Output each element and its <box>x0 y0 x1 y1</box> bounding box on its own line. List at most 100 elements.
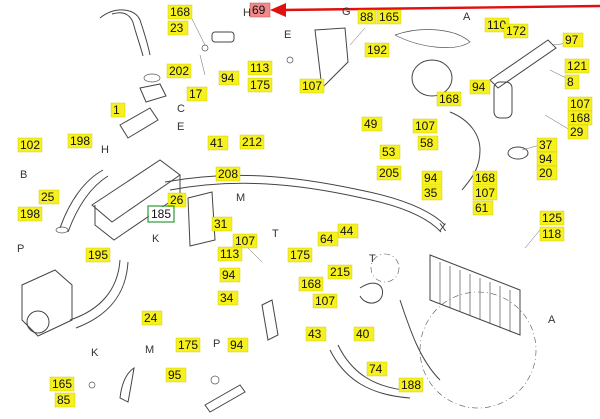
part-callout-23: 23 <box>167 20 189 36</box>
callout-number: 168 <box>170 5 190 19</box>
callout-background <box>54 392 76 408</box>
pipe-set-2 <box>169 182 442 233</box>
callout-background <box>227 337 249 353</box>
callout-background <box>217 246 243 262</box>
part-callout-113: 113 <box>247 60 273 76</box>
detail-letter-a: A <box>463 11 471 23</box>
heater-body <box>94 175 181 241</box>
callout-background <box>167 192 187 208</box>
detail-letter-h: H <box>101 144 109 156</box>
callout-number: 175 <box>250 78 270 92</box>
callout-background <box>472 170 498 186</box>
clamp-202 <box>143 73 161 83</box>
callout-number: 69 <box>252 3 266 17</box>
condenser-bottom <box>429 254 521 336</box>
callout-number: 107 <box>302 79 322 93</box>
callout-background <box>299 78 325 94</box>
callout-number: 8 <box>567 75 574 89</box>
callout-number: 37 <box>539 138 553 152</box>
callout-number: 121 <box>567 59 587 73</box>
callout-number: 165 <box>52 377 72 391</box>
callout-number: 44 <box>340 224 354 238</box>
callout-number: 202 <box>169 64 189 78</box>
part-callout-198: 198 <box>67 133 93 149</box>
callout-background <box>312 293 338 309</box>
callout-background <box>472 185 498 201</box>
part-callout-168: 168 <box>472 170 498 186</box>
callout-background <box>67 133 93 149</box>
callout-number: 49 <box>364 117 378 131</box>
callout-background <box>398 377 424 393</box>
hose-25 <box>59 169 109 233</box>
detail-letter-c: C <box>177 103 185 115</box>
part-drawings <box>21 9 557 413</box>
callout-number: 24 <box>144 311 158 325</box>
callout-number: 25 <box>41 190 55 204</box>
callout-background <box>379 144 401 160</box>
callout-number: 168 <box>301 277 321 291</box>
part-callout-175: 175 <box>247 77 273 93</box>
part-callout-107: 107 <box>472 185 498 201</box>
callout-number: 168 <box>475 171 495 185</box>
pipe-set-1 <box>164 174 446 226</box>
bracket-1 <box>119 107 159 139</box>
red-arrow-shaft <box>281 4 600 12</box>
washer-p <box>210 375 220 385</box>
part-callout-53: 53 <box>379 144 401 160</box>
callout-background <box>249 2 271 18</box>
callout-number: 205 <box>379 166 399 180</box>
highlight-box <box>147 205 175 223</box>
callout-background <box>412 118 438 134</box>
pipe-set-3 <box>449 111 481 191</box>
callout-background <box>166 63 192 79</box>
part-callout-175: 175 <box>287 247 313 263</box>
callout-background <box>564 74 580 90</box>
callout-number: 97 <box>565 33 579 47</box>
part-callout-26: 26 <box>167 192 187 208</box>
part-callout-168: 168 <box>298 276 324 292</box>
callout-number: 107 <box>235 234 255 248</box>
part-callout-49: 49 <box>361 116 383 132</box>
callout-background <box>327 264 353 280</box>
part-callout-168: 168 <box>167 4 193 20</box>
part-callout-35: 35 <box>421 185 443 201</box>
callout-background <box>366 361 388 377</box>
callout-number: 195 <box>88 248 108 262</box>
part-callout-185: 185 <box>147 205 175 223</box>
callout-background <box>564 58 590 74</box>
part-callout-195: 195 <box>85 247 111 263</box>
part-callout-88: 88 <box>357 9 377 25</box>
detail-letter-b: B <box>20 169 27 181</box>
drier-bottle <box>493 81 513 119</box>
callout-number: 168 <box>439 92 459 106</box>
callout-number: 188 <box>401 378 421 392</box>
part-callout-107: 107 <box>299 78 325 94</box>
pipe-lower <box>399 299 441 381</box>
callout-background <box>85 247 111 263</box>
part-callout-34: 34 <box>217 290 239 306</box>
callout-background <box>364 42 390 58</box>
part-callout-94: 94 <box>536 151 558 167</box>
part-callout-172: 172 <box>503 23 529 39</box>
part-callout-121: 121 <box>564 58 590 74</box>
callout-background <box>167 4 193 20</box>
callout-background <box>17 137 43 153</box>
screw-k <box>88 381 96 389</box>
callout-background <box>337 223 359 239</box>
callout-background <box>207 135 229 151</box>
part-callout-192: 192 <box>364 42 390 58</box>
part-callout-110: 110 <box>484 17 510 33</box>
part-callout-168: 168 <box>436 91 462 107</box>
callout-background <box>305 326 327 342</box>
callout-background <box>247 60 273 76</box>
part-callout-107: 107 <box>312 293 338 309</box>
callout-background <box>417 135 439 151</box>
callout-number: 168 <box>570 111 590 125</box>
callout-number: 107 <box>315 294 335 308</box>
callout-number: 94 <box>539 152 553 166</box>
detail-letter-t: T <box>369 253 376 265</box>
part-callout-41: 41 <box>207 135 229 151</box>
callout-number: 165 <box>379 10 399 24</box>
part-callout-64: 64 <box>317 231 339 247</box>
callout-background <box>167 20 189 36</box>
